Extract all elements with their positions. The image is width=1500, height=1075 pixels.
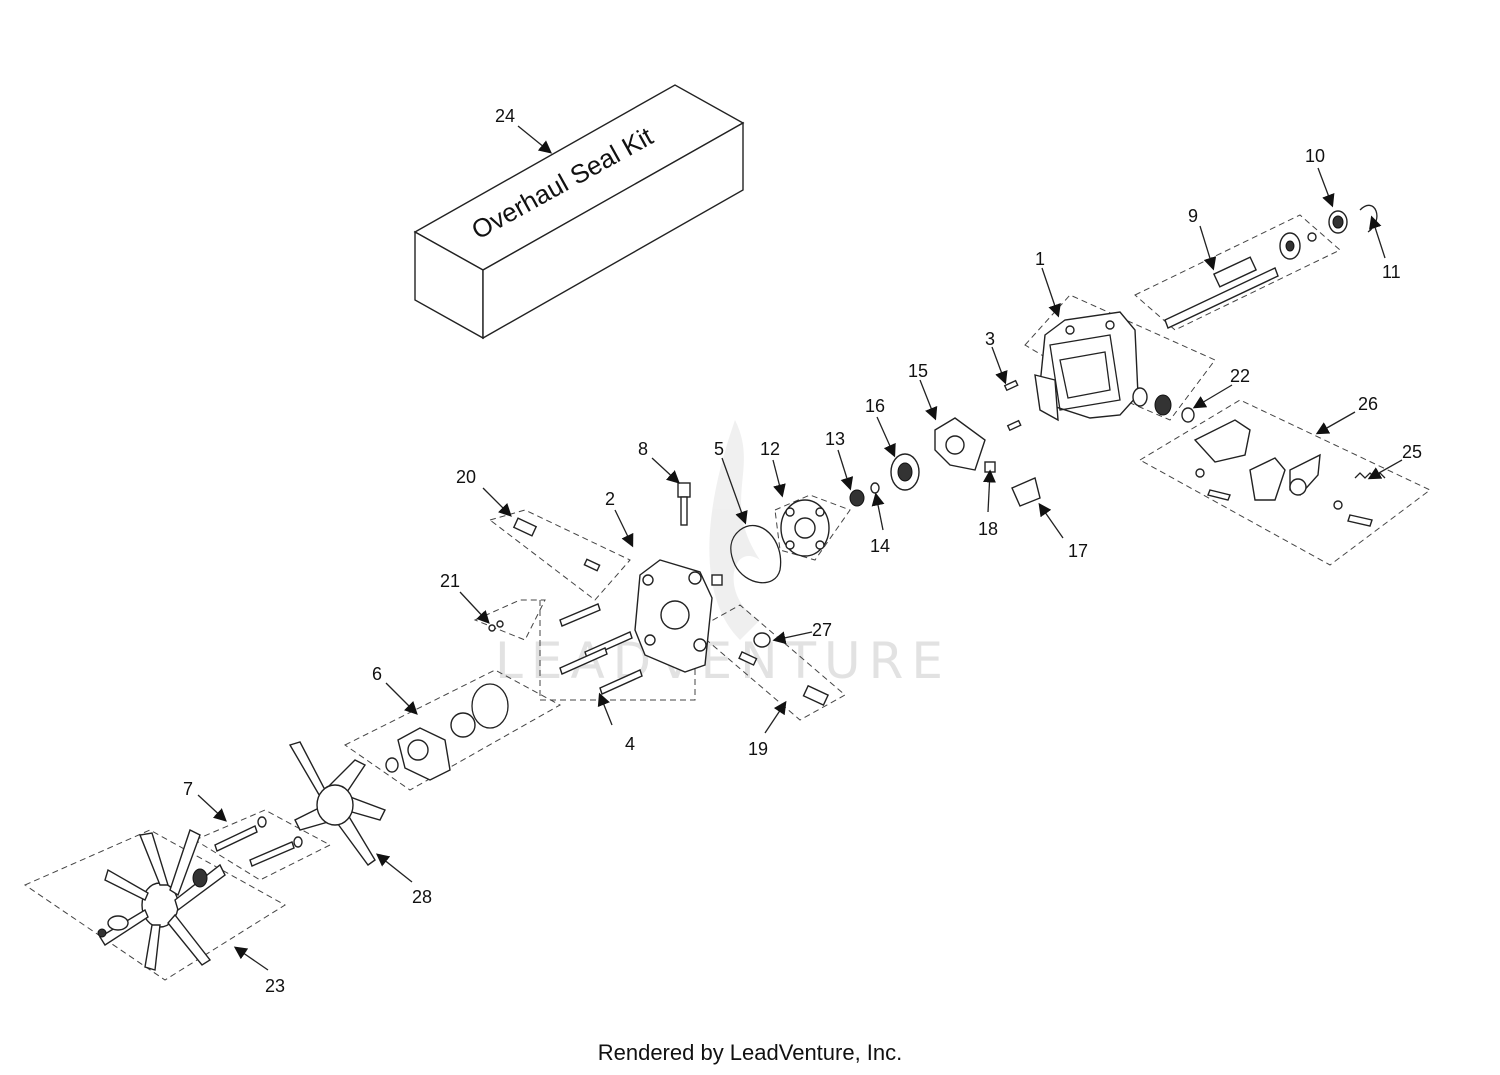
callout-24: 24 xyxy=(495,106,515,126)
callout-6: 6 xyxy=(372,664,382,684)
washer-14[interactable] xyxy=(870,482,880,494)
callout-11: 11 xyxy=(1382,262,1401,282)
plug-21[interactable] xyxy=(488,620,504,632)
callout-5: 5 xyxy=(714,439,724,459)
snap-ring-11[interactable] xyxy=(1359,204,1378,233)
spring-25[interactable] xyxy=(1354,472,1386,479)
leader-lines xyxy=(197,125,1403,971)
overhaul-seal-kit-box[interactable]: Overhaul Seal Kit xyxy=(413,84,745,340)
callouts: 24 1 3 2 4 6 7 8 9 10 11 12 13 14 15 16 … xyxy=(183,106,1422,996)
output-shaft[interactable] xyxy=(1164,232,1317,329)
callout-12: 12 xyxy=(760,439,780,459)
thrust-bearing-16[interactable] xyxy=(890,453,920,491)
main-housing[interactable] xyxy=(1034,311,1139,422)
cylinder-block-12[interactable] xyxy=(780,499,830,557)
callout-4: 4 xyxy=(625,734,635,754)
bearing-13[interactable] xyxy=(849,489,865,507)
block-18[interactable] xyxy=(984,461,996,473)
gasket-5[interactable] xyxy=(730,524,782,584)
callout-1: 1 xyxy=(1035,249,1045,269)
callout-18: 18 xyxy=(978,519,998,539)
control-arm-assembly[interactable] xyxy=(1193,419,1373,527)
callout-19: 19 xyxy=(748,739,768,759)
fan-assembly-23[interactable] xyxy=(97,829,226,971)
bearing-10[interactable] xyxy=(1328,210,1348,234)
callout-15: 15 xyxy=(908,361,928,381)
dowel-pin-3[interactable] xyxy=(1003,379,1022,432)
callout-25: 25 xyxy=(1402,442,1422,462)
exploded-parts-diagram: LEADVENTURE Overhaul Seal Kit xyxy=(23,84,1431,996)
charge-pump-6[interactable] xyxy=(385,683,509,781)
callout-8: 8 xyxy=(638,439,648,459)
trunnion-shaft-17[interactable] xyxy=(1011,477,1041,507)
footer-credit: Rendered by LeadVenture, Inc. xyxy=(597,1040,903,1065)
end-cap-2[interactable] xyxy=(634,559,723,673)
bolt-4[interactable] xyxy=(559,603,643,695)
callout-10: 10 xyxy=(1305,146,1325,166)
callout-26: 26 xyxy=(1358,394,1378,414)
valve-8[interactable] xyxy=(677,482,691,526)
callout-9: 9 xyxy=(1188,206,1198,226)
callout-21: 21 xyxy=(440,571,460,591)
callout-16: 16 xyxy=(865,396,885,416)
watermark-text: LEADVENTURE xyxy=(495,632,951,690)
callout-28: 28 xyxy=(412,887,432,907)
callout-20: 20 xyxy=(456,467,476,487)
callout-13: 13 xyxy=(825,429,845,449)
screws-7[interactable] xyxy=(214,816,303,867)
fan-bracket-28[interactable] xyxy=(288,741,386,866)
plug-27[interactable] xyxy=(753,632,771,648)
callout-27: 27 xyxy=(812,620,832,640)
callout-22: 22 xyxy=(1230,366,1250,386)
callout-7: 7 xyxy=(183,779,193,799)
seal-22[interactable] xyxy=(1132,387,1195,423)
center-plate-15[interactable] xyxy=(934,417,986,471)
callout-17: 17 xyxy=(1068,541,1088,561)
callout-23: 23 xyxy=(265,976,285,996)
callout-14: 14 xyxy=(870,536,890,556)
relief-valve-19[interactable] xyxy=(738,650,830,707)
relief-valve-20[interactable] xyxy=(512,517,601,572)
callout-2: 2 xyxy=(605,489,615,509)
callout-3: 3 xyxy=(985,329,995,349)
